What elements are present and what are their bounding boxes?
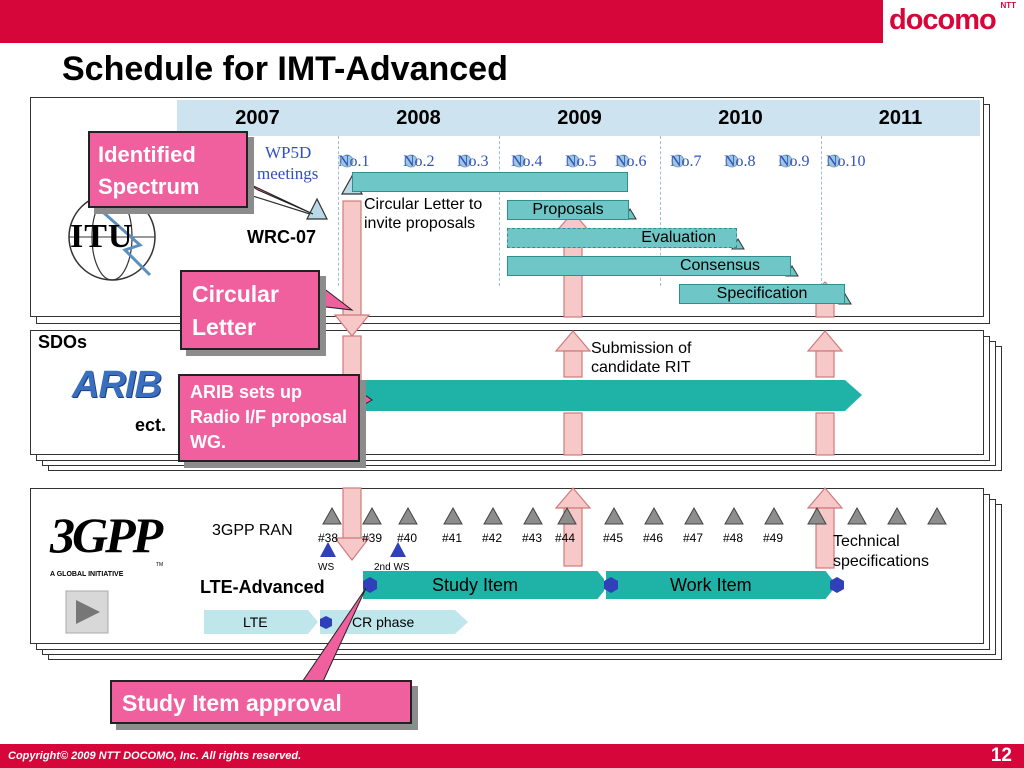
- meeting-5: No.5: [565, 153, 597, 170]
- arib-wg-arrow: [360, 380, 862, 411]
- sdos-label: SDOs: [38, 332, 88, 352]
- etc-label: ect.: [135, 415, 167, 435]
- lte-label: LTE: [243, 614, 268, 630]
- ran-meeting-40: #40: [397, 531, 418, 545]
- ran-meeting-45: #45: [603, 531, 624, 545]
- arib-logo: ARIB: [72, 364, 162, 406]
- study-item-label: Study Item: [432, 575, 519, 595]
- year-2011: 2011: [821, 100, 981, 136]
- meeting-3: No.3: [457, 153, 489, 170]
- footer-bar: [0, 744, 1024, 768]
- callout-circular-letter: Circular Letter: [180, 270, 320, 350]
- logo-ntt: NTT: [1000, 1, 1016, 10]
- ran-meeting-39: #39: [362, 531, 383, 545]
- specification-bar: Specification: [679, 284, 845, 304]
- ws-label: WS: [318, 562, 335, 573]
- ran-meeting-49: #49: [763, 531, 784, 545]
- meeting-4: No.4: [511, 153, 543, 170]
- ran-meeting-46: #46: [643, 531, 664, 545]
- wp5d-process-bar: [352, 172, 628, 192]
- year-2009: 2009: [499, 100, 661, 136]
- ran-meeting-38: #38: [318, 531, 339, 545]
- callout-study-item-approval: Study Item approval: [110, 680, 412, 724]
- proposals-bar: Proposals: [507, 200, 629, 220]
- meeting-9: No.9: [778, 153, 810, 170]
- ran-meeting-42: #42: [482, 531, 503, 545]
- submission-note: Submission of candidate RIT: [591, 340, 692, 376]
- year-2010: 2010: [660, 100, 822, 136]
- meeting-1: No.1: [338, 153, 370, 170]
- callout-identified-spectrum: Identified Spectrum: [88, 131, 248, 208]
- ran-meeting-48: #48: [723, 531, 744, 545]
- wp5d-meetings-label: meetings: [257, 164, 319, 183]
- meeting-6: No.6: [615, 153, 647, 170]
- meeting-8: No.8: [724, 153, 756, 170]
- lte-advanced-label: LTE-Advanced: [200, 577, 325, 597]
- work-item-label: Work Item: [670, 575, 752, 595]
- page-number: 12: [990, 745, 1012, 766]
- wrc-triangle: [306, 197, 328, 220]
- cr-phase-label: CR phase: [352, 614, 415, 630]
- 3gpp-tm: TM: [156, 562, 164, 568]
- 3gpp-logo: 3GPP: [50, 507, 163, 563]
- ran-meeting-43: #43: [522, 531, 543, 545]
- meeting-10: No.10: [826, 153, 866, 170]
- ran-meeting-44: #44: [555, 531, 576, 545]
- meeting-7: No.7: [670, 153, 702, 170]
- wrc-07-label: WRC-07: [247, 227, 317, 247]
- meeting-2: No.2: [403, 153, 435, 170]
- technical-specs-label: Technical specifications: [833, 533, 930, 570]
- 3gpp-tagline: A GLOBAL INITIATIVE: [50, 571, 124, 578]
- itu-logo-text: ITU: [70, 218, 134, 255]
- wp5d-label: WP5D: [265, 143, 312, 162]
- consensus-bar: Consensus: [507, 256, 791, 276]
- copyright: Copyright© 2009 NTT DOCOMO, Inc. All rig…: [8, 750, 302, 762]
- year-2008: 2008: [338, 100, 500, 136]
- ran-meeting-47: #47: [683, 531, 704, 545]
- callout-arib-wg: ARIB sets up Radio I/F proposal WG.: [178, 374, 360, 462]
- top-bar: [0, 0, 1024, 43]
- page-title: Schedule for IMT-Advanced: [62, 50, 508, 88]
- circular-letter-note: Circular Letter to invite proposals: [364, 196, 483, 232]
- logo-text: docomo: [889, 4, 997, 36]
- 3gpp-ran-label: 3GPP RAN: [212, 522, 293, 539]
- ran-meeting-41: #41: [442, 531, 463, 545]
- docomo-logo: NTT docomo: [880, 0, 1024, 43]
- evaluation-bar: Evaluation: [507, 228, 737, 248]
- ws2-label: 2nd WS: [374, 562, 410, 573]
